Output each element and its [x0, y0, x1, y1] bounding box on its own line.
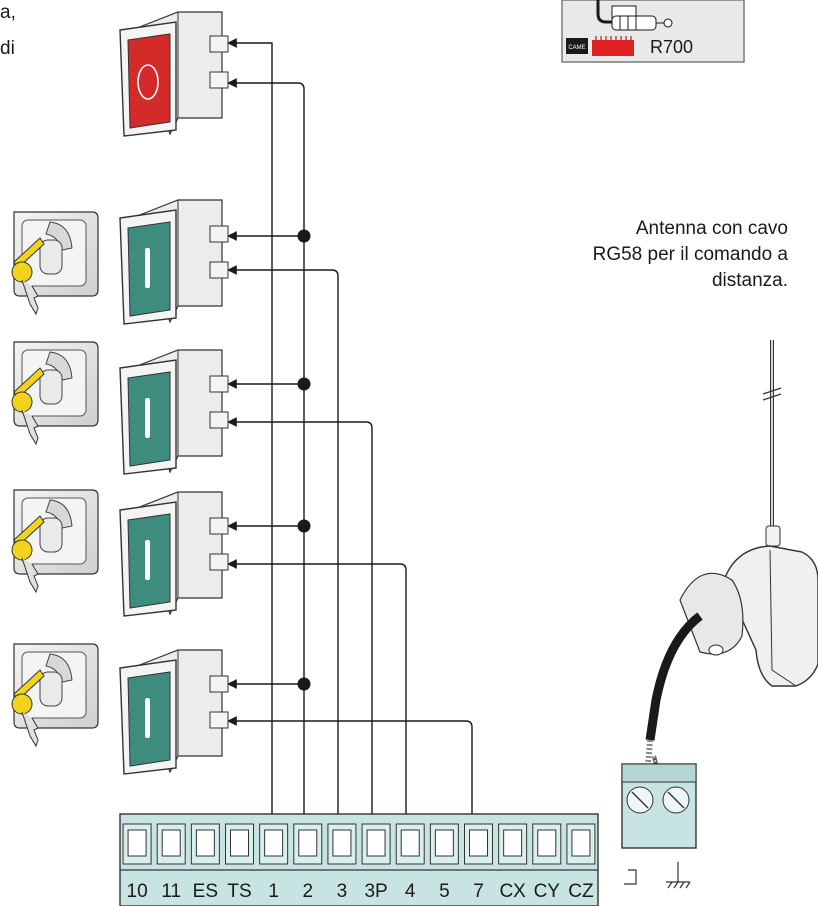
push-button-partial: [119, 491, 229, 617]
terminal-label: 3: [337, 881, 348, 902]
antenna: [638, 340, 818, 807]
terminal-label: 4: [405, 881, 416, 902]
terminal-screw-hole: [434, 829, 454, 857]
terminal-label: 11: [161, 881, 181, 902]
push-symbol-icon: [145, 248, 150, 288]
terminal-label: CY: [534, 881, 561, 902]
wiring: [227, 38, 477, 835]
signal-terminal-icon: [624, 869, 637, 885]
terminal-screw-hole: [332, 829, 352, 857]
terminal-label: TS: [227, 881, 251, 902]
key-switch: [11, 643, 99, 748]
terminal-screw-hole: [298, 829, 318, 857]
antenna-caption-line-2: RG58 per il comando a: [592, 244, 788, 265]
key-icon: [11, 391, 33, 413]
terminal-screw-hole: [127, 829, 147, 857]
terminal-block: 10 11 ES TS 1 2 3 3P 4 5 7 CX CY CZ: [119, 813, 599, 906]
text-fragment-2: di: [0, 38, 15, 59]
push-symbol-icon: [145, 540, 150, 580]
terminal-screw-hole: [161, 829, 181, 857]
key-icon: [11, 539, 33, 561]
terminal-screw-hole: [400, 829, 420, 857]
antenna-caption: Antenna con cavo RG58 per il comando a d…: [528, 216, 788, 294]
terminal-screw-hole: [264, 829, 284, 857]
terminal-label: 7: [473, 881, 484, 902]
junction-dots: [297, 229, 311, 691]
antenna-terminal: [621, 763, 697, 889]
terminal-screw-hole: [571, 829, 591, 857]
key-switch: [11, 489, 99, 594]
terminal-screw-hole: [503, 829, 523, 857]
key-icon: [11, 261, 33, 283]
stop-button: [119, 11, 229, 137]
stop-symbol-icon: [137, 64, 159, 100]
push-button-open-close: [119, 649, 229, 775]
terminal-label: ES: [193, 881, 218, 902]
terminal-label: 3P: [364, 881, 387, 902]
terminal-screw-hole: [469, 829, 488, 857]
terminal-label: CX: [499, 881, 526, 902]
terminal-label: CZ: [568, 881, 594, 902]
key-icon: [11, 693, 33, 715]
push-symbol-icon: [145, 698, 150, 738]
terminal-label: 10: [127, 881, 148, 902]
terminal-screw-hole: [366, 829, 386, 857]
terminal-label: 1: [268, 881, 279, 902]
push-button-close: [119, 349, 229, 475]
ground-icon: [666, 862, 691, 889]
push-symbol-icon: [145, 398, 150, 438]
receiver-chip: [592, 40, 634, 56]
key-switch: [11, 341, 99, 446]
receiver-card: CAME R700: [561, 0, 745, 63]
brand-logo: [566, 38, 588, 54]
terminal-screw-hole: [537, 829, 557, 857]
terminal-label: 5: [439, 881, 450, 902]
antenna-caption-line-1: Antenna con cavo: [635, 218, 788, 239]
terminal-label: 2: [302, 881, 313, 902]
terminal-screw-hole: [195, 829, 215, 857]
push-button-open: [119, 199, 229, 325]
brand-logo-text: CAME: [568, 45, 585, 51]
terminal-screw-hole: [230, 829, 249, 857]
antenna-caption-line-3: distanza.: [711, 270, 788, 291]
receiver-label: R700: [650, 37, 693, 57]
text-fragment-1: a,: [0, 2, 16, 23]
key-switch: [11, 211, 99, 316]
